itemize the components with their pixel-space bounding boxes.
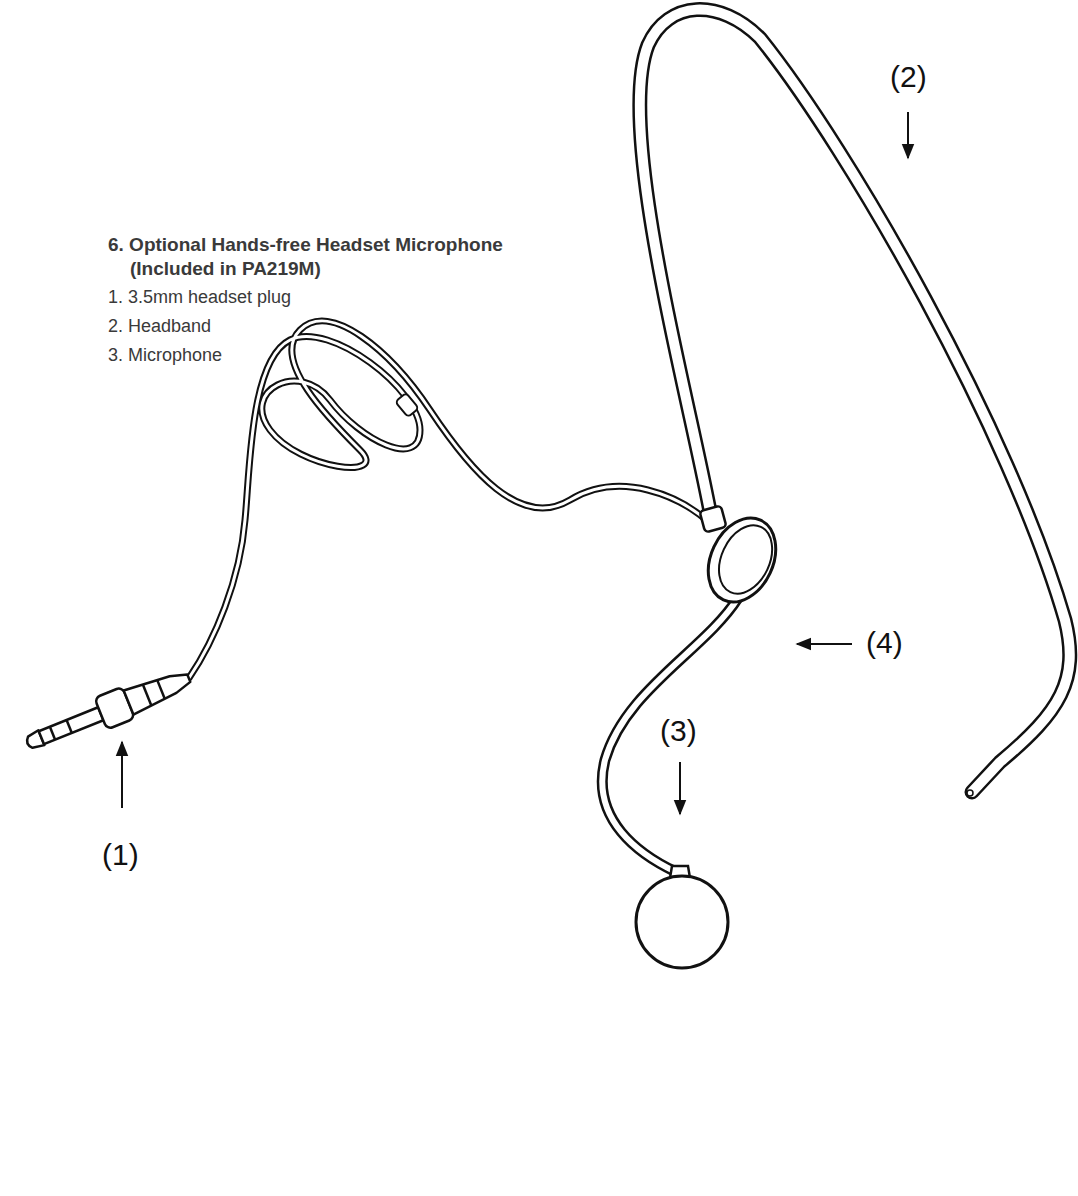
ear-piece [695, 507, 788, 613]
headband [640, 10, 1070, 792]
callout-number: (3) [660, 714, 697, 748]
callout-number: (1) [102, 838, 139, 872]
headset-plug [21, 662, 195, 759]
parts-list-item: 1. 3.5mm headset plug [108, 287, 291, 308]
cable-clip [700, 506, 727, 533]
leader-arrow [797, 643, 852, 645]
leader-arrow [121, 742, 123, 808]
callout-number: (2) [890, 60, 927, 94]
microphone-ball [636, 876, 728, 968]
cable [189, 321, 712, 678]
leader-arrow [907, 112, 909, 158]
callout-number: (4) [866, 626, 903, 660]
parts-list-item: 2. Headband [108, 316, 211, 337]
leader-arrow [679, 762, 681, 814]
parts-list-item: 3. Microphone [108, 345, 222, 366]
microphone-boom [602, 598, 738, 872]
section-heading: 6. Optional Hands-free Headset Microphon… [108, 233, 590, 281]
